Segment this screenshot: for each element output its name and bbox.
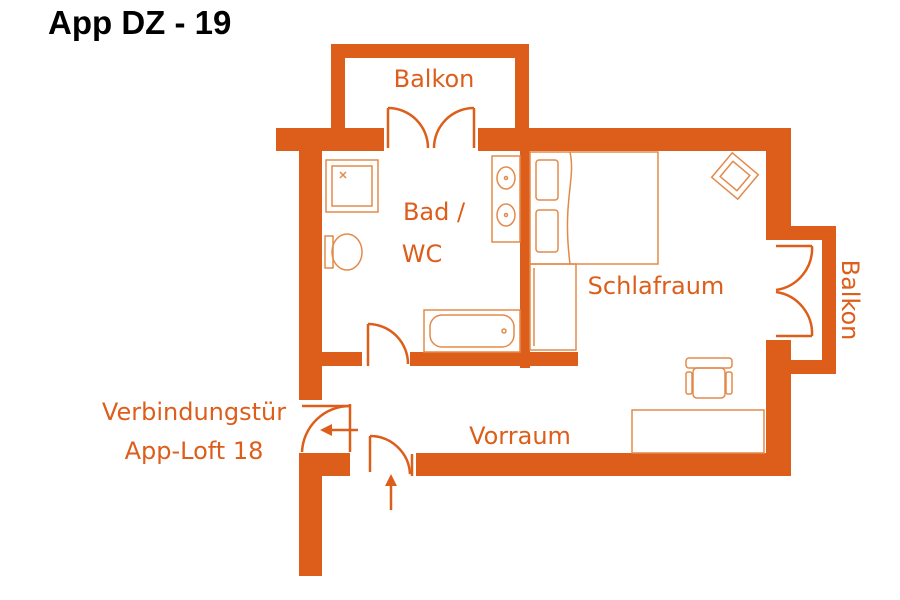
label-balkon-top: Balkon — [394, 65, 475, 93]
wall-bath-southwest — [322, 352, 362, 366]
plan-title: App DZ - 19 — [48, 4, 232, 41]
wall-balcony-top-top — [331, 44, 529, 58]
arrows — [320, 424, 397, 510]
label-verbindung-line2: App-Loft 18 — [125, 437, 264, 465]
entrance-arrow — [385, 474, 397, 510]
wall-balcony-top-right — [515, 44, 529, 142]
wall-balcony-top-left — [331, 44, 345, 142]
wall-bath-east — [520, 128, 530, 368]
wall-balcony-right-side — [822, 226, 836, 374]
wall-north-left — [276, 128, 384, 151]
label-schlafraum: Schlafraum — [588, 272, 725, 300]
wall-bath-south — [410, 352, 578, 366]
wall-south — [416, 453, 791, 476]
double-sink — [491, 155, 521, 243]
wardrobe — [529, 263, 577, 351]
wall-balcony-right-top — [766, 226, 836, 240]
label-bad-line2: WC — [402, 240, 443, 268]
label-bad-line1: Bad / — [403, 198, 466, 226]
shower-tray — [325, 159, 379, 213]
label-verbindung-line1: Verbindungstür — [102, 398, 286, 426]
wall-west-upper — [299, 128, 322, 400]
walls — [276, 44, 836, 576]
label-balkon-right: Balkon — [836, 260, 864, 341]
desk-chair — [685, 357, 733, 399]
armchair — [710, 151, 760, 201]
doors — [300, 106, 814, 476]
bathtub — [423, 309, 521, 353]
bed — [529, 151, 659, 265]
wall-north-right — [478, 128, 791, 151]
desk — [631, 409, 765, 454]
connecting-door-arrow — [320, 424, 358, 436]
label-vorraum: Vorraum — [469, 422, 571, 450]
wall-east-upper — [766, 128, 791, 240]
toilet — [324, 233, 363, 271]
wall-west-lower — [299, 453, 322, 576]
wall-west-stub — [299, 453, 350, 476]
fixtures — [324, 151, 765, 454]
wall-balcony-right-bottom — [766, 360, 836, 374]
